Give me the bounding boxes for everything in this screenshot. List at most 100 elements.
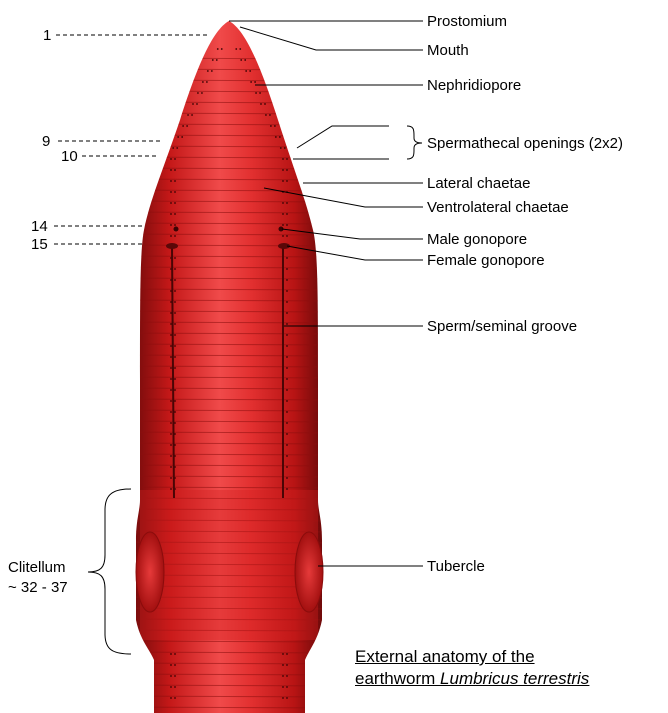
chaeta-dot bbox=[249, 70, 252, 72]
segment-groove bbox=[136, 409, 322, 412]
caption-species: Lumbricus terrestris bbox=[440, 669, 590, 688]
chaeta-dot bbox=[286, 158, 288, 160]
chaeta-dot bbox=[250, 81, 253, 83]
chaeta-dot bbox=[181, 136, 184, 138]
chaeta-dot bbox=[174, 389, 176, 391]
chaeta-dot bbox=[174, 411, 176, 413]
chaeta-dot bbox=[282, 202, 284, 204]
segment-groove bbox=[136, 156, 322, 159]
chaeta-dot bbox=[174, 686, 176, 688]
segment-groove bbox=[136, 684, 322, 687]
segment-groove bbox=[136, 145, 322, 148]
chaeta-dot bbox=[174, 675, 176, 677]
caption-line-2: earthworm Lumbricus terrestris bbox=[355, 668, 665, 690]
chaeta-dot bbox=[170, 202, 172, 204]
chaeta-dot bbox=[172, 147, 175, 149]
chaeta-dot bbox=[286, 235, 288, 237]
chaeta-dot bbox=[286, 466, 288, 468]
chaeta-dot bbox=[170, 367, 172, 369]
chaeta-dot bbox=[174, 202, 176, 204]
male-gonopore-right bbox=[278, 226, 284, 232]
chaeta-dot bbox=[286, 367, 288, 369]
chaeta-dot bbox=[170, 169, 172, 171]
caption-line-1: External anatomy of the bbox=[355, 647, 535, 666]
chaeta-dot bbox=[282, 213, 284, 215]
segment-groove bbox=[136, 398, 322, 401]
chaeta-dot bbox=[282, 664, 284, 666]
chaeta-dot bbox=[259, 92, 261, 94]
body-outline bbox=[136, 21, 322, 713]
chaeta-dot bbox=[270, 125, 272, 127]
chaeta-dot bbox=[286, 312, 288, 314]
chaeta-dot bbox=[174, 213, 176, 215]
chaeta-dot bbox=[170, 422, 172, 424]
chaeta-dot bbox=[282, 697, 284, 699]
chaeta-dot bbox=[170, 180, 172, 182]
segment-groove bbox=[136, 464, 322, 467]
chaeta-dot bbox=[269, 114, 271, 116]
chaeta-dot bbox=[286, 169, 288, 171]
chaeta-dot bbox=[174, 323, 176, 325]
segment-groove bbox=[136, 277, 322, 280]
label-nephridiopore: Nephridiopore bbox=[427, 77, 521, 94]
chaeta-dot bbox=[174, 290, 176, 292]
chaeta-dot bbox=[170, 664, 172, 666]
male-gonopore-left bbox=[173, 226, 179, 232]
chaeta-dot bbox=[239, 48, 242, 50]
chaeta-dot bbox=[174, 257, 176, 259]
chaeta-dot bbox=[211, 59, 214, 61]
chaeta-dot bbox=[170, 378, 172, 380]
chaeta-dot bbox=[174, 356, 176, 358]
chaeta-dot bbox=[170, 455, 172, 457]
chaeta-dot bbox=[235, 48, 238, 50]
chaeta-dot bbox=[286, 664, 288, 666]
chaeta-dot bbox=[286, 389, 288, 391]
chaeta-dot bbox=[186, 125, 189, 127]
chaeta-dot bbox=[282, 224, 284, 226]
leader-female-gonopore bbox=[286, 245, 423, 261]
segment-groove bbox=[136, 123, 322, 126]
segment-groove bbox=[136, 167, 322, 170]
chaeta-dot bbox=[170, 488, 172, 490]
segment-groove bbox=[136, 640, 322, 643]
chaeta-dot bbox=[282, 158, 284, 160]
chaeta-dot bbox=[170, 158, 172, 160]
label-male-gonopore: Male gonopore bbox=[427, 231, 527, 248]
chaeta-dot bbox=[279, 147, 282, 149]
clitellum-bracket bbox=[87, 488, 132, 655]
segment-number-14: 14 bbox=[31, 218, 48, 235]
chaeta-dot bbox=[286, 213, 288, 215]
chaeta-dot bbox=[244, 59, 247, 61]
chaeta-dot bbox=[174, 235, 176, 237]
segment-groove bbox=[136, 189, 322, 192]
segment-number-10: 10 bbox=[61, 148, 78, 165]
segment-groove bbox=[136, 519, 322, 522]
chaeta-dot bbox=[170, 191, 172, 193]
chaeta-dot bbox=[174, 345, 176, 347]
tubercle-right bbox=[294, 531, 324, 613]
chaeta-dot bbox=[283, 147, 286, 149]
chaeta-dot bbox=[174, 367, 176, 369]
chaeta-dot bbox=[286, 433, 288, 435]
segment-number-15: 15 bbox=[31, 236, 48, 253]
label-ventrolateral-chaetae: Ventrolateral chaetae bbox=[427, 199, 569, 216]
chaeta-dot bbox=[282, 653, 284, 655]
leader-lines bbox=[229, 20, 423, 567]
segment-groove bbox=[136, 442, 322, 445]
segment-groove bbox=[136, 365, 322, 368]
segment-groove bbox=[136, 673, 322, 676]
chaeta-dot bbox=[174, 697, 176, 699]
chaeta-dot bbox=[174, 268, 176, 270]
chaeta-dot bbox=[286, 477, 288, 479]
chaeta-dot bbox=[174, 224, 176, 226]
chaeta-dot bbox=[286, 697, 288, 699]
chaeta-dot bbox=[286, 653, 288, 655]
female-gonopore-left bbox=[166, 243, 178, 249]
chaeta-dot bbox=[170, 389, 172, 391]
chaeta-dot bbox=[170, 477, 172, 479]
segment-groove bbox=[136, 431, 322, 434]
segment-groove bbox=[136, 475, 322, 478]
chaeta-dot bbox=[286, 323, 288, 325]
chaeta-dot bbox=[170, 686, 172, 688]
chaeta-dot bbox=[264, 103, 266, 105]
